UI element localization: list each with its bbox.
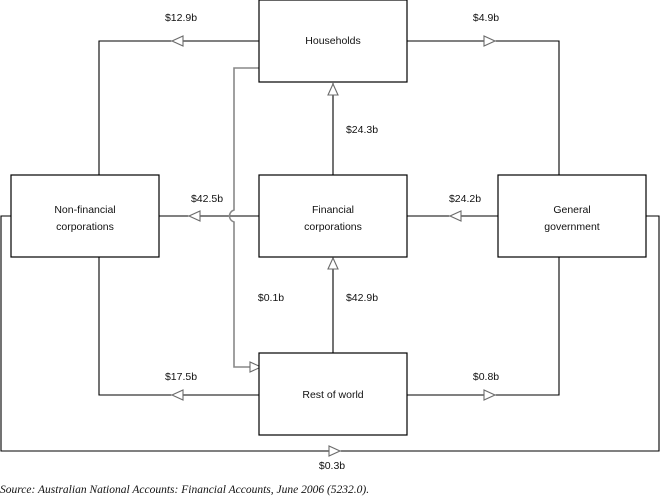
flow-label-row-to-govt: $0.8b — [473, 371, 499, 383]
arrowhead-fincorp-to-nonfin — [187, 210, 201, 222]
flow-path-households-to-row — [228, 67, 280, 368]
box-rest-of-world-label: Rest of world — [302, 389, 363, 401]
flow-path-row-to-govt — [407, 256, 560, 396]
box-households[interactable]: Households — [258, 0, 408, 83]
arrowhead-households-to-row — [249, 361, 263, 373]
flow-label-households-to-govt: $4.9b — [473, 12, 499, 24]
box-general-government[interactable]: General government — [497, 174, 647, 258]
box-non-financial-corporations-label-line1: Non-financial — [54, 204, 115, 216]
arrowhead-row-to-govt — [483, 389, 497, 401]
arrowhead-fincorp-to-households — [327, 82, 339, 96]
box-rest-of-world[interactable]: Rest of world — [258, 352, 408, 436]
flow-label-fincorp-to-nonfin: $42.5b — [191, 193, 223, 205]
flow-path-households-to-govt — [407, 40, 560, 175]
box-financial-corporations-label-line1: Financial — [312, 204, 354, 216]
box-financial-corporations-label-line2: corporations — [304, 221, 362, 233]
arrowhead-nonfin-to-govt — [328, 445, 342, 457]
box-financial-corporations[interactable]: Financial corporations — [258, 174, 408, 258]
box-general-government-label-line1: General — [553, 204, 590, 216]
arrowhead-row-to-nonfin — [170, 389, 184, 401]
arrowhead-households-to-govt — [483, 35, 497, 47]
flow-label-fincorp-to-households: $24.3b — [346, 124, 378, 136]
flow-label-row-to-nonfin: $17.5b — [165, 371, 197, 383]
flow-path-households-to-nonfin — [98, 40, 259, 175]
arrowhead-households-to-nonfin — [170, 35, 184, 47]
arrowhead-row-to-fincorp — [327, 256, 339, 270]
flow-path-row-to-nonfin — [98, 256, 259, 396]
flow-label-households-to-row: $0.1b — [258, 292, 284, 304]
arrowhead-govt-to-fincorp — [448, 210, 462, 222]
flow-label-nonfin-to-govt: $0.3b — [319, 460, 345, 472]
flow-label-row-to-fincorp: $42.9b — [346, 292, 378, 304]
flow-label-govt-to-fincorp: $24.2b — [449, 193, 481, 205]
source-note: Source: Australian National Accounts: Fi… — [0, 484, 370, 496]
box-general-government-label-line2: government — [544, 221, 600, 233]
box-non-financial-corporations[interactable]: Non-financial corporations — [10, 174, 160, 258]
flow-label-households-to-nonfin: $12.9b — [165, 12, 197, 24]
box-households-label: Households — [305, 35, 360, 47]
box-non-financial-corporations-label-line2: corporations — [56, 221, 114, 233]
